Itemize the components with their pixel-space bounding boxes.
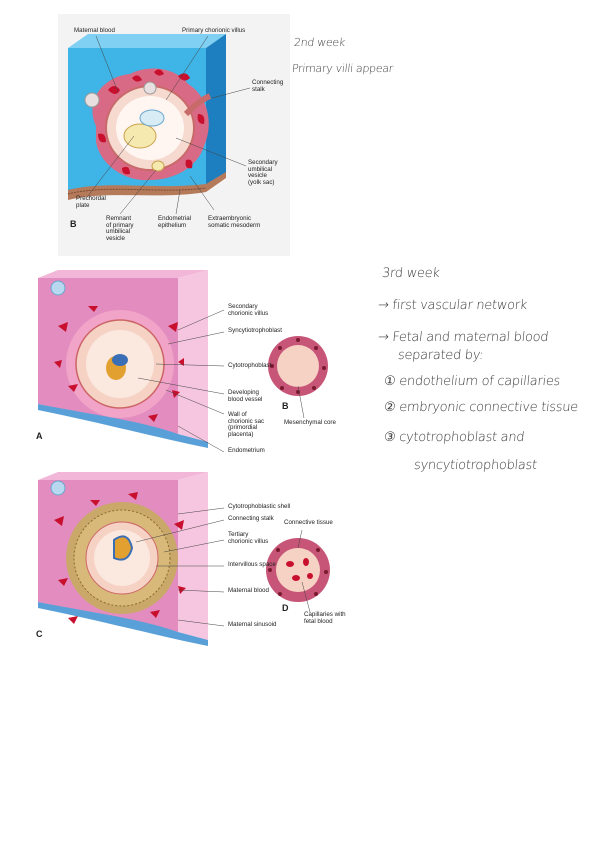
note-item-trophoblast: ③ cytotrophoblast and <box>383 430 526 445</box>
note-primary-villi: Primary villi appear <box>291 62 394 75</box>
figure-tertiary-villi: Cytotrophoblastic shell Connecting stalk… <box>28 470 372 652</box>
note-vascular-network: → first vascular network <box>377 298 528 313</box>
label-connecting-stalk: Connecting stalk <box>252 79 284 93</box>
figure2-letter-a: A <box>36 431 43 441</box>
figure-secondary-villi: Secondary chorionic villus Syncytiotroph… <box>28 266 372 456</box>
label-secondary-umbilical-vesicle: Secondary umbilical vesicle (yolk sac) <box>248 159 278 186</box>
figure2-letter-b: B <box>282 401 289 411</box>
primary-villi-illustration <box>67 34 251 215</box>
label-capillaries-fetal-blood: Capillaries with fetal blood <box>304 611 346 625</box>
label-primary-chorionic-villus: Primary chorionic villus <box>182 27 246 34</box>
label-remnant-vesicle: Remnant of primary umbilical vesicle <box>106 215 134 242</box>
label-maternal-blood-c: Maternal blood <box>228 587 269 594</box>
figure3-letter-c: C <box>36 629 43 639</box>
note-week2: 2nd week <box>293 36 346 49</box>
label-extraembryonic-mesoderm: Extraembryonic somatic mesoderm <box>208 215 261 229</box>
label-maternal-sinusoid: Maternal sinusoid <box>228 621 277 628</box>
tertiary-villi-illustration <box>38 472 330 646</box>
label-endometrium: Endometrium <box>228 447 265 454</box>
label-secondary-villus: Secondary chorionic villus <box>228 303 269 317</box>
label-connecting-stalk-c: Connecting stalk <box>228 515 274 522</box>
label-developing-vessel: Developing blood vessel <box>228 389 263 403</box>
note-item-connective: ② embryonic connective tissue <box>383 400 579 415</box>
label-endometrial-epithelium: Endometrial epithelium <box>158 215 192 229</box>
label-cytotrophoblast: Cytotrophoblast <box>228 362 272 369</box>
label-cytotrophoblastic-shell: Cytotrophoblastic shell <box>228 503 291 510</box>
label-prechordal-plate: Prechordal plate <box>76 195 106 209</box>
note-syncytiotrophoblast: syncytiotrophoblast <box>413 458 538 473</box>
label-tertiary-villus: Tertiary chorionic villus <box>228 531 269 545</box>
figure3-letter-d: D <box>282 603 289 613</box>
note-separated-by: separated by: <box>397 348 485 363</box>
secondary-villi-illustration <box>38 270 328 453</box>
label-connective-tissue: Connective tissue <box>284 519 333 526</box>
label-wall-chorionic-sac: Wall of chorionic sac (primordial placen… <box>228 411 265 438</box>
figure1-letter: B <box>70 219 77 229</box>
note-item-endothelium: ① endothelium of capillaries <box>383 374 561 389</box>
figure-primary-villi: Maternal blood Primary chorionic villus … <box>58 14 290 256</box>
label-syncytiotrophoblast: Syncytiotrophoblast <box>228 327 282 334</box>
label-mesenchymal-core: Mesenchymal core <box>284 419 336 426</box>
note-week3: 3rd week <box>381 266 441 281</box>
note-blood-separated: → Fetal and maternal blood <box>377 330 549 345</box>
label-maternal-blood: Maternal blood <box>74 27 115 34</box>
label-intervillous-space: Intervillous space <box>228 561 276 568</box>
